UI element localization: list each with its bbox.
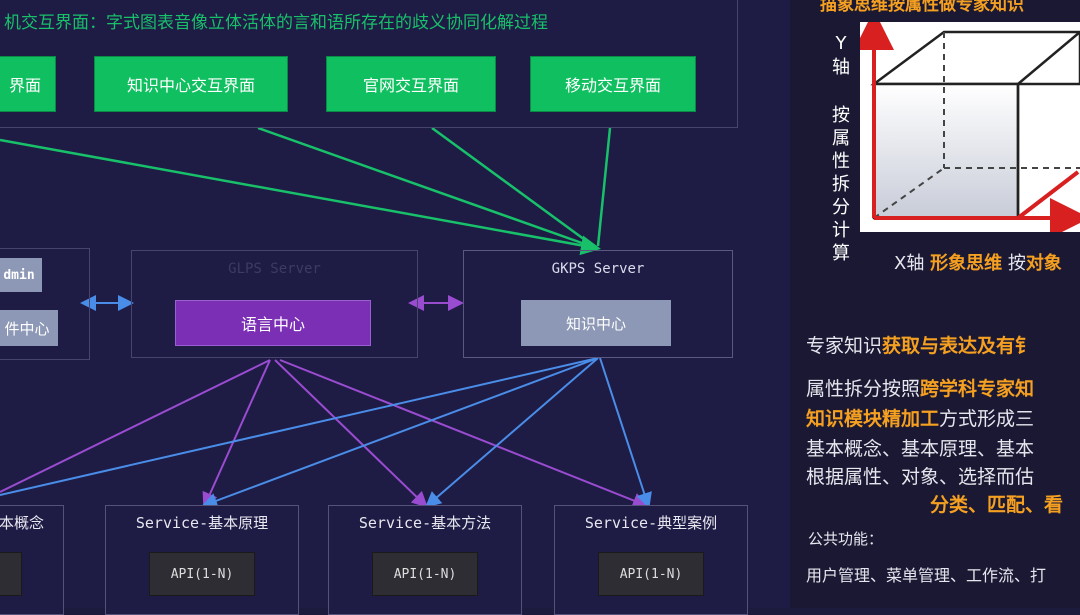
x-axis-orange-text: 形象思维 (930, 253, 1003, 274)
knowledge-center-button[interactable]: 知识中心 (521, 300, 671, 346)
common-functions-label: 公共功能： (808, 530, 884, 548)
service-title: Service-典型案例 (584, 514, 718, 532)
line-highlight: 知识模块精加工 (806, 408, 940, 430)
x-axis-rest: 按 (1007, 253, 1026, 274)
y-axis-description: 按属性拆分计算 (832, 105, 850, 264)
api-button[interactable]: API(1-N) (598, 552, 704, 596)
common-functions-items: 用户管理、菜单管理、工作流、打 (806, 566, 1047, 585)
panel-line-5: 根据属性、对象、选择而估 (806, 466, 1035, 488)
interface-button-partial[interactable]: 界面 (0, 56, 56, 112)
blue-connector (424, 357, 599, 508)
mobile-interface-button[interactable]: 移动交互界面 (530, 56, 696, 112)
glps-server-title: GLPS Server (228, 261, 321, 277)
official-site-interface-button[interactable]: 官网交互界面 (326, 56, 496, 112)
file-center-button[interactable]: 件中心 (0, 310, 58, 346)
gkps-server-title: GKPS Server (551, 261, 645, 277)
blue-connector (0, 357, 599, 496)
x-axis-caption: X轴 形象思维 按对象 (894, 249, 1062, 275)
language-center-button[interactable]: 语言中心 (175, 300, 371, 346)
admin-button[interactable]: dmin (0, 258, 42, 292)
green-connector (431, 126, 597, 250)
cube-front-face (872, 82, 1020, 220)
purple-connector (279, 359, 649, 509)
panel-line-2: 属性拆分按照跨学科专家知 (806, 374, 1034, 401)
architecture-diagram: 机交互界面：字式图表音像立体活体的言和语所存在的歧义协同化解过程 界面 知识中心… (0, 0, 748, 615)
line-text: 属性拆分按照 (806, 378, 921, 400)
service-title: 本概念 (0, 514, 44, 532)
panel-top-cut-text: 描象思维按属性做专家知识 (820, 0, 1024, 15)
cube-diagram (860, 22, 1080, 232)
line-highlight: 跨学科专家知 (920, 378, 1035, 400)
interface-frame (0, 0, 738, 128)
purple-connector (0, 359, 271, 493)
panel-line-6: 分类、匹配、看 (930, 494, 1064, 516)
knowledge-center-interface-button[interactable]: 知识中心交互界面 (94, 56, 288, 112)
connector-arrows (0, 126, 652, 509)
line-highlight: 获取与表达及有钅 (882, 335, 1035, 357)
y-axis-label: Y轴 (832, 33, 850, 78)
service-title: Service-基本方法 (358, 514, 492, 532)
z-axis-arrow (1016, 170, 1080, 220)
green-connector (596, 127, 612, 247)
service-title: Service-基本原理 (135, 514, 269, 532)
panel-line-4: 基本概念、基本原理、基本 (806, 438, 1035, 460)
x-axis-label: X轴 (894, 253, 925, 274)
panel-line-3: 知识模块精加工方式形成三 (806, 404, 1034, 431)
line-text: 方式形成三 (939, 408, 1035, 430)
panel-line-1: 专家知识获取与表达及有钅 (806, 331, 1034, 358)
green-connector (0, 138, 601, 256)
green-connector (257, 126, 597, 250)
x-axis-orange-text-2: 对象 (1025, 253, 1062, 274)
right-panel: 描象思维按属性做专家知识 Y轴 按属性拆分计算 X轴 形象思维 按对象 专家知识… (790, 0, 1080, 608)
blue-connector (201, 357, 599, 509)
top-caption: 机交互界面：字式图表音像立体活体的言和语所存在的歧义协同化解过程 (4, 13, 548, 33)
left-partial-frame (0, 248, 90, 360)
line-text: 专家知识 (806, 335, 883, 357)
gkps-server-frame (463, 250, 733, 358)
purple-connector (274, 359, 428, 508)
api-button[interactable]: API(1-N) (372, 552, 478, 596)
api-button[interactable]: API(1-N) (149, 552, 255, 596)
blue-connector (599, 357, 652, 509)
glps-server-frame (131, 250, 418, 358)
purple-connector (202, 359, 271, 509)
api-button-partial[interactable] (0, 552, 22, 596)
